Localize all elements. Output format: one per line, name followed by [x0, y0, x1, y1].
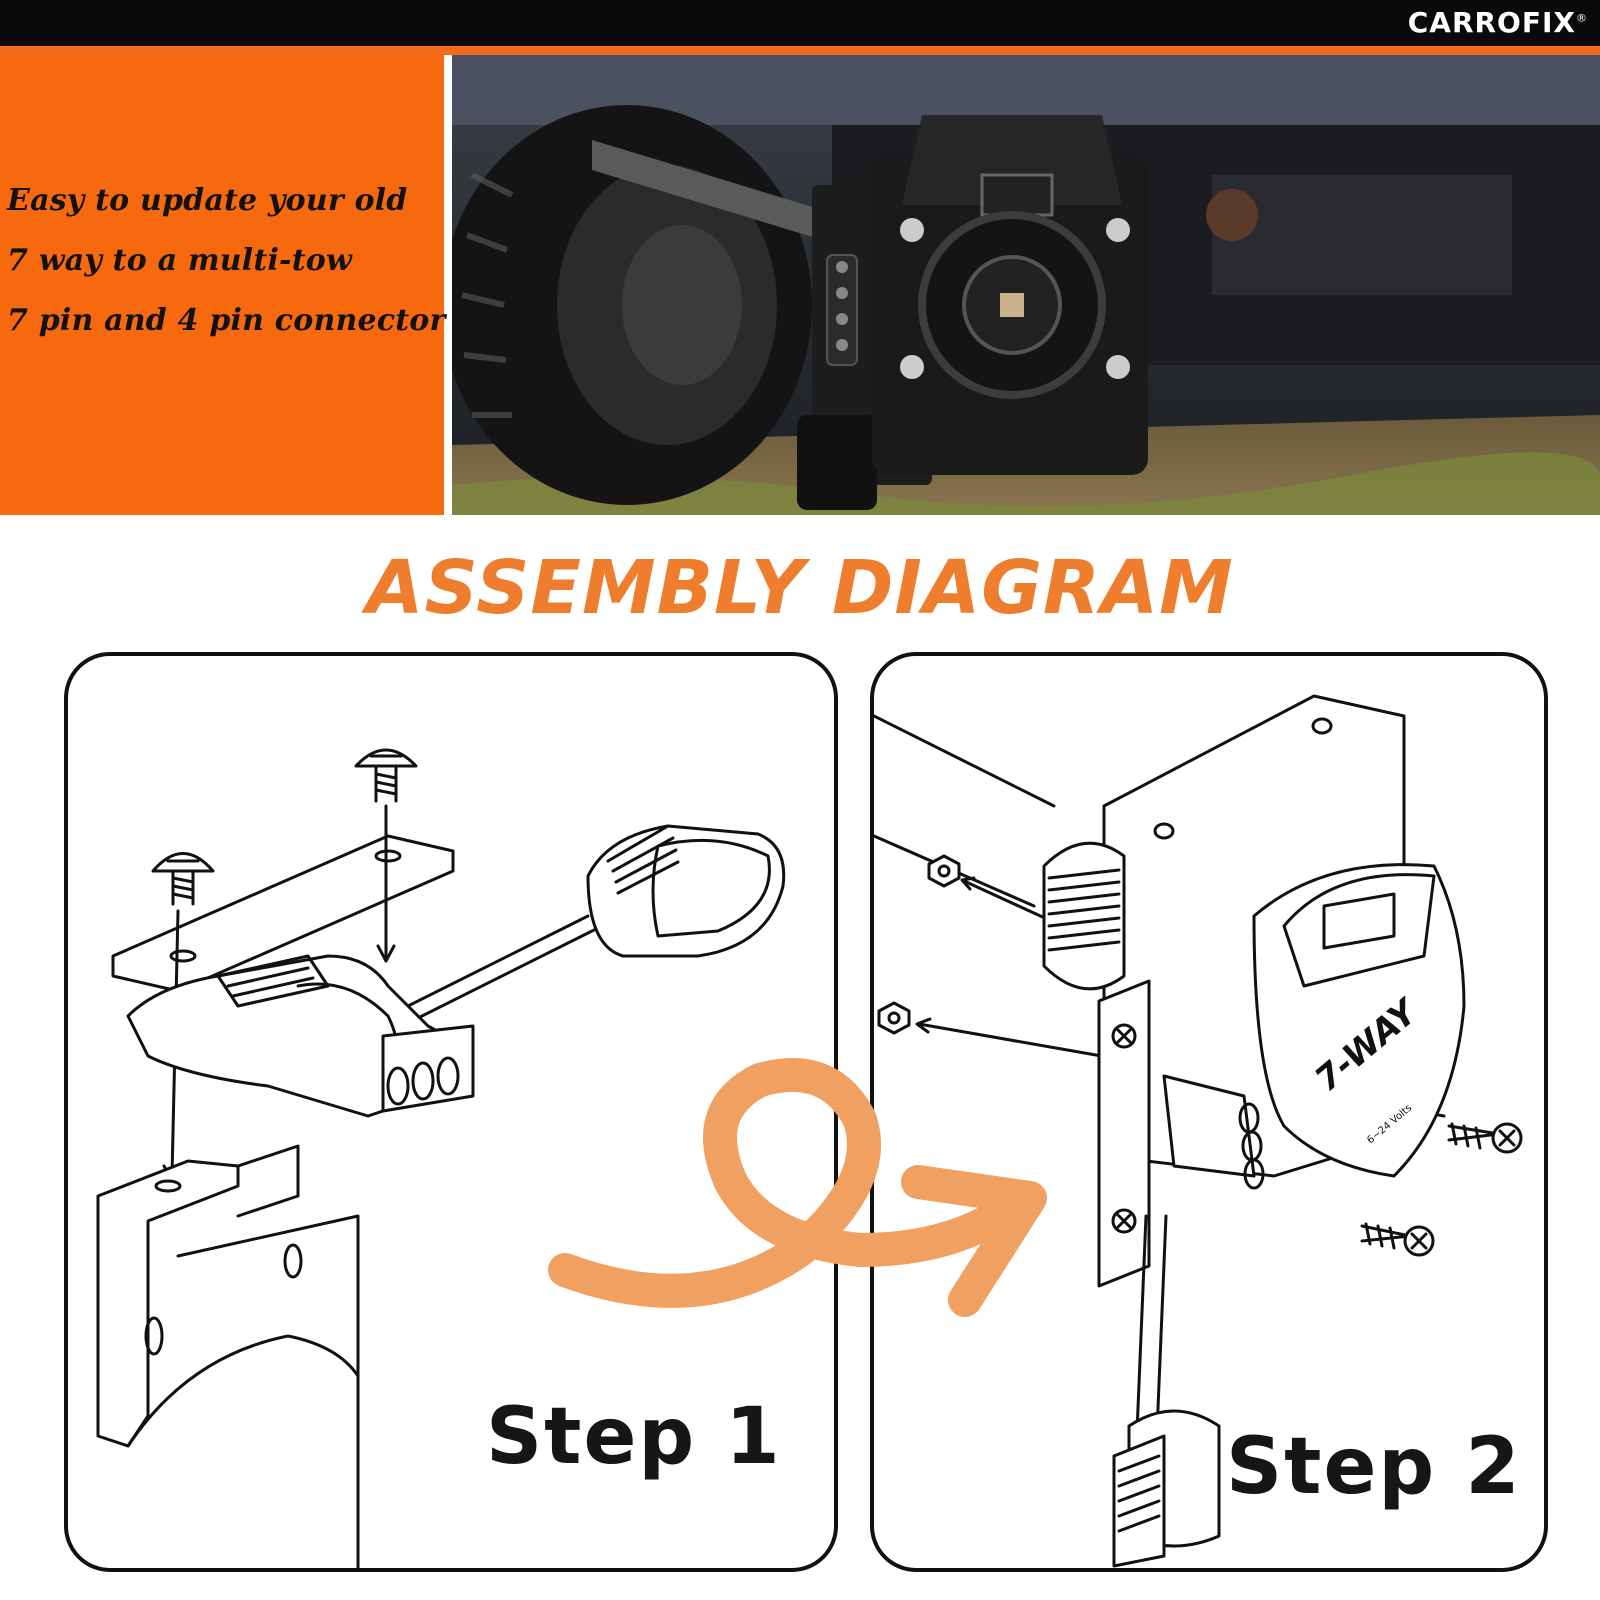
step-1-illustration [96, 748, 786, 1568]
top-banner-bar: CARROFIX® [0, 0, 1600, 46]
screw-2 [354, 748, 418, 803]
promo-line-2: 7 way to a multi-tow [7, 243, 353, 278]
brand-logo: CARROFIX® [1407, 6, 1588, 39]
screw-1 [151, 852, 215, 906]
screw-3 [1447, 1122, 1523, 1154]
promo-line-3: 7 pin and 4 pin connector [7, 303, 446, 338]
assembly-diagram-title: ASSEMBLY DIAGRAM [366, 545, 1234, 631]
nut-2 [877, 1001, 911, 1035]
nut-1 [927, 854, 961, 888]
promo-line-1: Easy to update your old [7, 183, 408, 218]
step-2-label: Step 2 [1226, 1422, 1522, 1512]
connector-photo [797, 115, 1148, 510]
accent-divider [0, 46, 1600, 55]
screw-4 [1360, 1222, 1435, 1257]
step-1-label: Step 1 [486, 1392, 782, 1482]
step-2-illustration: 7-WAY 6~24 Volts [874, 694, 1523, 1568]
step-1-panel: Step 1 [64, 652, 838, 1572]
step-2-panel: 7-WAY 6~24 Volts Step 2 [870, 652, 1548, 1572]
product-photo [452, 55, 1600, 515]
promo-panel: Easy to update your old 7 way to a multi… [0, 55, 446, 515]
